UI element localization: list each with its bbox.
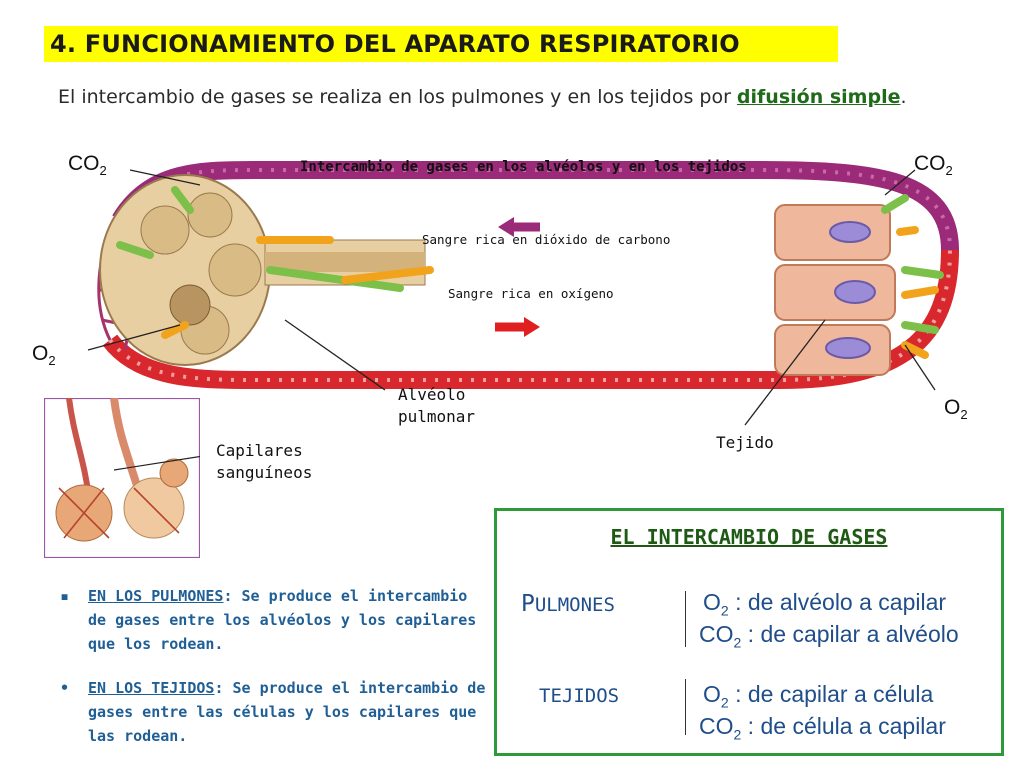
pulmones-o2-line: O2 : de alvéolo a capilar [703,589,946,619]
tejidos-co2-line: CO2 : de célula a capilar [699,713,946,743]
leader-lines [87,169,936,426]
o2-label-left: O2 [32,342,56,368]
co2-sub: 2 [733,634,742,651]
tejidos-line2: : de célula a capilar [741,713,946,739]
o2-text: O [944,396,961,419]
bullet-mark: • [60,679,70,697]
diagram-caption: Intercambio de gases en los alvéolos y e… [300,159,747,175]
co2-label-left: CO2 [68,152,107,178]
capilares-line-2: sanguíneos [216,463,313,482]
co2-label-right: CO2 [914,152,953,178]
o2-text: O [703,681,721,707]
tejidos-label: TEJIDOS [539,685,620,707]
co2-text: CO [699,713,734,739]
co2-text: CO [68,152,100,175]
gas-exchange-diagram [87,161,959,426]
alveoli-cluster [99,174,426,366]
intro-text: El intercambio de gases se realiza en lo… [58,86,907,108]
tejidos-o2-line: O2 : de capilar a célula [703,681,933,711]
summary-title: EL INTERCAMBIO DE GASES [610,525,888,549]
pulmones-co2-line: CO2 : de capilar a alvéolo [699,621,959,651]
bullet-text: : Se produce el intercambio de gases ent… [88,679,486,745]
alveolo-label: Alvéolo pulmonar [398,384,475,428]
o2-text: O [32,342,49,365]
blood-co2-label: Sangre rica en dióxido de carbono [422,232,671,247]
pulmones-brace [685,591,692,647]
intro-sentence: El intercambio de gases se realiza en lo… [58,86,737,108]
page-title: 4. FUNCIONAMIENTO DEL APARATO RESPIRATOR… [44,26,838,62]
tejidos-line1: : de capilar a célula [728,681,934,707]
co2-flow-arrow-head [498,217,514,237]
intro-end: . [900,86,907,108]
co2-sub: 2 [99,163,107,179]
bullet-mark: ▪ [60,587,70,605]
o2-text: O [703,589,721,615]
bullet-text: : Se produce el intercambio de gases ent… [88,587,477,653]
co2-text: CO [914,152,946,175]
o2-flow-arrow-head [524,317,540,337]
exchange-arrows [116,186,944,359]
bullet-heading: EN LOS TEJIDOS [88,679,215,697]
pulmones-label: PULMONES [521,591,615,617]
alveolo-line-2: pulmonar [398,407,476,426]
intro-keyword: difusión simple [736,86,901,108]
pulmones-line2: : de capilar a alvéolo [741,621,959,647]
co2-sub: 2 [733,726,742,743]
co2-sub: 2 [945,163,953,179]
pulmones-line1: : de alvéolo a capilar [728,589,947,615]
co2-text: CO [699,621,734,647]
summary-box: EL INTERCAMBIO DE GASES PULMONES O2 : de… [494,508,1004,756]
tissue-cells [774,204,896,376]
artery-vessel [102,249,959,389]
o2-sub: 2 [48,353,56,369]
alveolo-line-1: Alvéolo [398,385,466,404]
o2-sub: 2 [960,407,968,423]
o2-sub: 2 [720,602,729,619]
capilares-label: Capilares sanguíneos [216,440,312,484]
bullet-pulmones: ▪ EN LOS PULMONES: Se produce el interca… [60,584,490,656]
tejido-label: Tejido [716,433,774,452]
blood-o2-label: Sangre rica en oxígeno [448,286,614,301]
bullet-tejidos: • EN LOS TEJIDOS: Se produce el intercam… [60,676,490,748]
tejidos-brace [685,679,692,735]
pulmones-rest: ULMONES [534,594,615,616]
bullet-heading: EN LOS PULMONES [88,587,224,605]
capilares-line-1: Capilares [216,441,303,460]
bullet-list: ▪ EN LOS PULMONES: Se produce el interca… [60,584,490,768]
pulmones-initial: P [521,591,535,617]
o2-sub: 2 [720,694,729,711]
o2-label-right: O2 [944,396,968,422]
capillaries-inset-illustration [44,398,200,558]
